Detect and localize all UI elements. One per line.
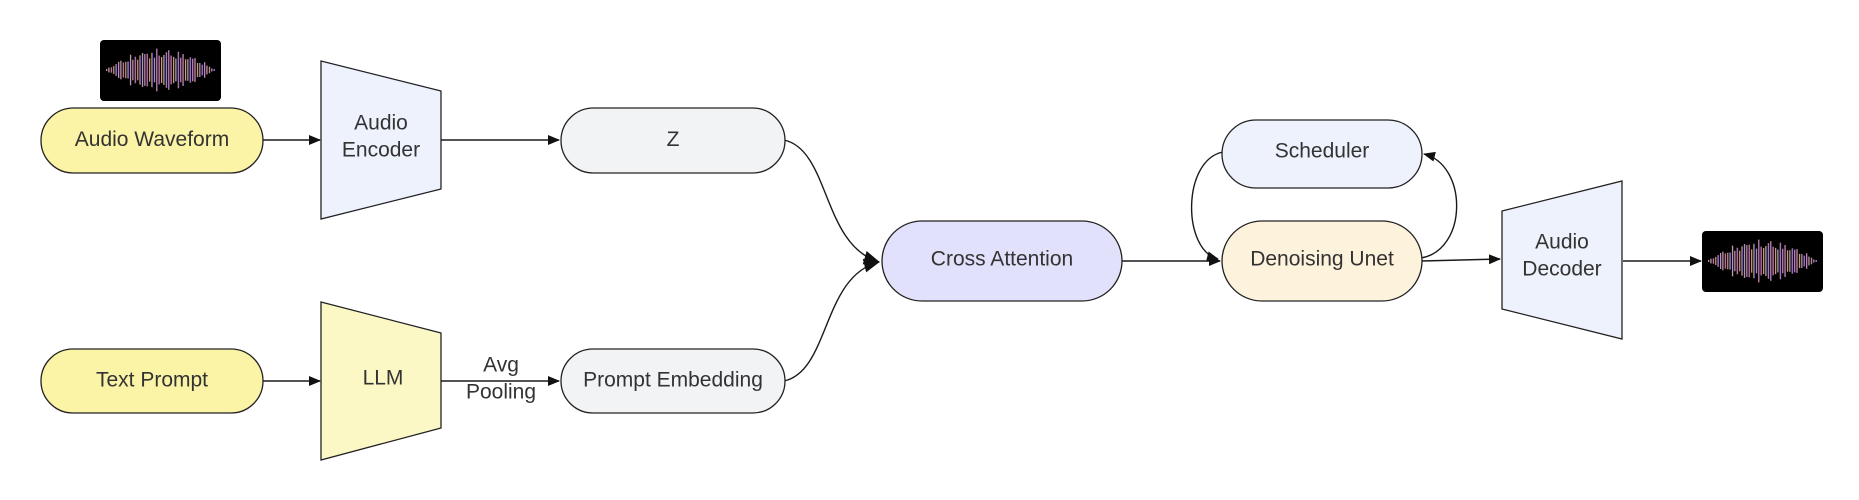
text-prompt-label: Text Prompt [96,369,208,392]
llm-label: LLM [363,367,404,390]
edge-unet-to-scheduler [1420,151,1458,259]
scheduler-label: Scheduler [1275,140,1370,163]
edges [263,135,1702,386]
cross-attention-label: Cross Attention [931,248,1073,271]
audio-decoder-label-line1: Audio [1535,231,1589,254]
avg-pooling-label-line2: Pooling [466,381,536,404]
edge-unet-to-decoder [1421,254,1501,265]
avg-pooling-label-line1: Avg [483,354,519,377]
output-waveform-icon [1702,231,1823,292]
node-audio-waveform: Audio Waveform [40,107,264,174]
node-llm: LLM [320,301,442,461]
waveform-bars [106,48,216,92]
node-audio-decoder: Audio Decoder [1501,180,1623,340]
edge-embedding-to-cross-attention [783,258,880,382]
edge-label-avg-pooling: Avg Pooling [466,354,536,404]
node-audio-encoder: Audio Encoder [320,60,442,220]
audio-encoder-label-line2: Encoder [342,139,420,162]
node-cross-attention: Cross Attention [881,220,1123,302]
prompt-embedding-label: Prompt Embedding [583,369,763,392]
z-label: Z [667,128,680,151]
node-text-prompt: Text Prompt [40,348,264,414]
audio-decoder-label-line2: Decoder [1522,258,1601,281]
waveform-bars [1708,239,1818,283]
node-scheduler: Scheduler [1221,119,1423,189]
audio-waveform-label: Audio Waveform [75,128,229,151]
node-z: Z [560,107,786,174]
node-denoising-unet: Denoising Unet [1221,220,1423,302]
edge-scheduler-to-unet [1190,151,1224,262]
denoising-unet-label: Denoising Unet [1250,248,1394,271]
audio-encoder-label-line1: Audio [354,112,408,135]
edge-z-to-cross-attention [783,139,880,265]
node-prompt-embedding: Prompt Embedding [560,348,786,414]
input-waveform-icon [100,40,221,101]
